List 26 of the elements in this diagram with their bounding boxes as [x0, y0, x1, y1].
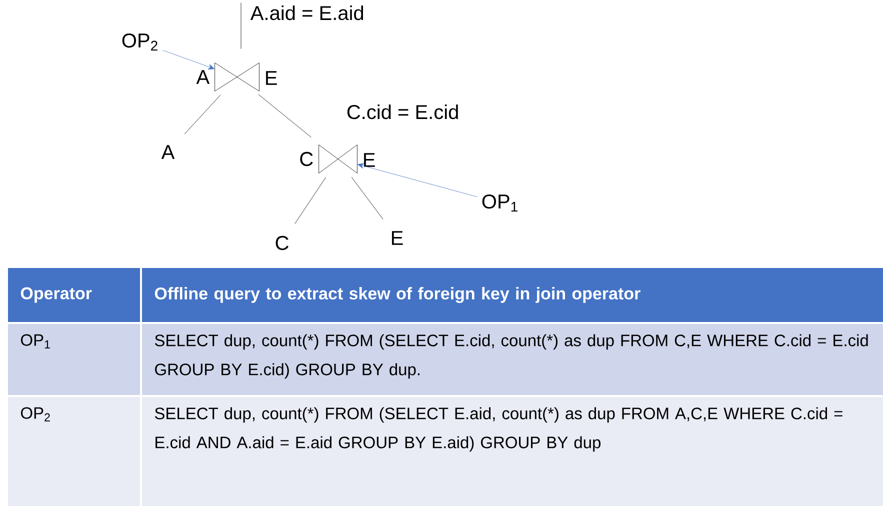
join-condition: C.cid = E.cid: [347, 104, 458, 120]
connector-line: [184, 94, 221, 134]
connector-line: [258, 94, 312, 138]
relation-label: E: [266, 71, 277, 85]
join-condition: A.aid = E.aid: [250, 5, 364, 20]
connector-line: [351, 177, 384, 220]
connector-line: [294, 177, 326, 224]
arrow: [162, 50, 215, 70]
join-symbol: [318, 144, 358, 174]
header-cell: Operator: [8, 268, 140, 322]
node-label: OP$_{2}$: [122, 33, 158, 51]
relation-label: A: [196, 70, 210, 84]
relation-label: E: [364, 153, 375, 167]
relation-label: C: [300, 152, 313, 166]
join-symbol: [214, 62, 260, 92]
header-cell: Offline query to extract skew of foreign key in join operator: [142, 268, 883, 322]
table-cell: OP$_{1}$: [8, 324, 140, 395]
table-cell: OP$_{2}$: [8, 397, 140, 506]
node-label: OP$_{1}$: [482, 194, 518, 212]
connector-line: [240, 2, 242, 49]
node-label: E: [392, 231, 403, 245]
table-cell: SELECT dup, count(*) FROM (SELECT E.cid, count(*) as dup FROM C,E WHERE C.cid = E.cid GROUP BY E.cid) GROUP BY dup.: [142, 324, 883, 395]
table-cell: SELECT dup, count(*) FROM (SELECT E.aid, count(*) as dup FROM A,C,E WHERE C.cid = E.cid AND A.aid = E.aid GROUP BY E.aid) GROUP BY dup: [142, 397, 883, 506]
node-label: C: [276, 236, 288, 250]
arrow: [358, 163, 478, 198]
node-label: A: [161, 145, 175, 159]
